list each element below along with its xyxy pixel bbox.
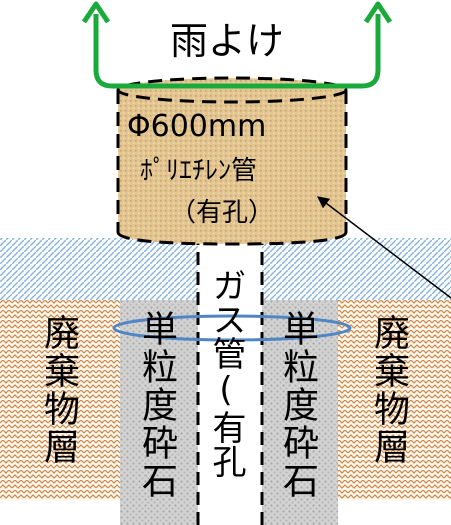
waste-label-left: 廃棄物層 <box>38 314 79 466</box>
rain-cover-label: 雨よけ <box>170 19 285 63</box>
waste-layer-right <box>338 300 451 500</box>
gas-pipe-label: ガス管(有孔 <box>206 268 246 478</box>
pipe-cylinder-bottom <box>116 231 348 246</box>
gas-pipe-body <box>198 232 262 525</box>
waste-label-right: 廃棄物層 <box>368 314 409 466</box>
rain-cover-arrow <box>93 14 381 89</box>
collar-ring <box>112 314 352 342</box>
gravel-label-right: 単粒度砕石 <box>277 310 318 500</box>
rain-cover-arrowhead-right <box>363 1 393 24</box>
gravel-label-left: 単粒度砕石 <box>136 310 177 500</box>
pipe-cylinder-top <box>116 76 348 104</box>
waste-layer-left <box>0 300 120 500</box>
leader-line <box>317 196 451 299</box>
pipe-material-label: ﾎﾟﾘｴﾁﾚﾝ管 <box>140 156 258 186</box>
pipe-size-label: Φ600mm <box>127 109 267 144</box>
pipe-cylinder-body <box>118 90 346 244</box>
pipe-perforated-label: （有孔） <box>170 198 275 228</box>
rain-cover-arrowhead-left <box>81 1 111 24</box>
